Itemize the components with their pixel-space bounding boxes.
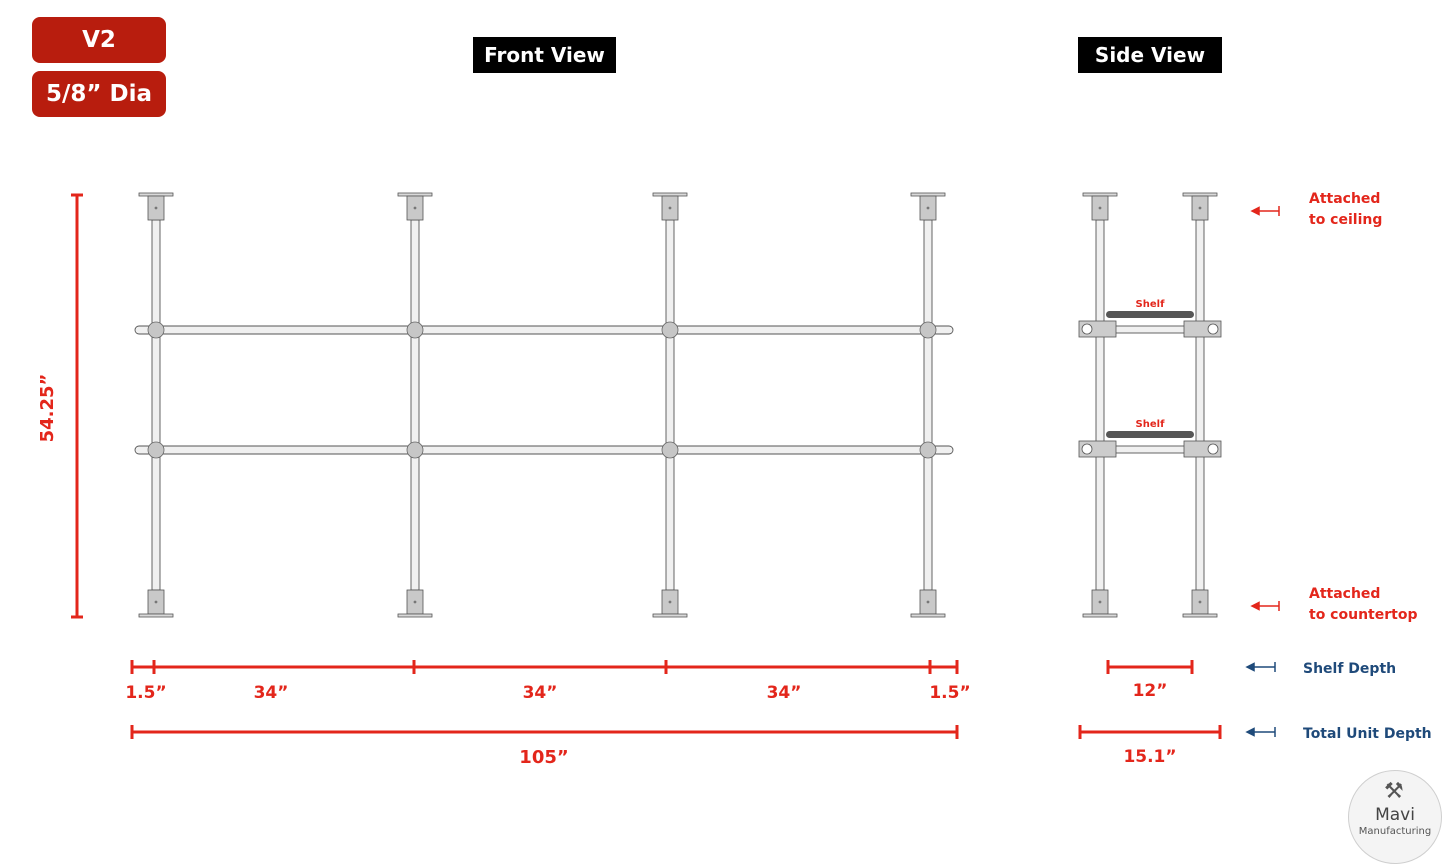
mavi-logo: ⚒ Mavi Manufacturing (1348, 770, 1442, 864)
diameter-badge: 5/8” Dia (32, 71, 166, 117)
total-depth-label: 15.1” (1123, 747, 1176, 767)
shelf-depth-arrow-icon (1245, 662, 1276, 672)
ceiling-annotation-line2: to ceiling (1309, 212, 1382, 228)
total-depth-annotation: Total Unit Depth (1303, 726, 1432, 742)
front-joints (147, 321, 937, 459)
version-badge: V2 (32, 17, 166, 63)
front-crossbars (134, 325, 954, 455)
caliper-icon: ⚒ (1384, 779, 1404, 804)
total-width-dimension (130, 725, 959, 739)
front-uprights (151, 219, 933, 591)
countertop-flanges (138, 589, 946, 618)
shelf-label-top: Shelf (1136, 299, 1166, 310)
total-depth-dimension (1078, 725, 1222, 739)
side-view (1078, 192, 1222, 618)
side-countertop-flanges (1082, 589, 1218, 618)
end-right-label: 1.5” (929, 683, 970, 703)
side-view-title: Side View (1078, 37, 1222, 73)
ceiling-annotation-line1: Attached (1309, 191, 1380, 207)
ceiling-flanges (138, 192, 946, 221)
total-depth-arrow-icon (1245, 727, 1276, 737)
shelf-label-bottom: Shelf (1136, 419, 1166, 430)
height-label: 54.25” (37, 374, 58, 443)
height-dimension (71, 193, 83, 619)
front-view (134, 192, 954, 618)
countertop-annotation-line1: Attached (1309, 586, 1380, 602)
side-uprights (1095, 219, 1205, 591)
shelf-board-bottom (1106, 431, 1194, 438)
logo-name: Mavi (1375, 805, 1415, 825)
span-dimension-line (130, 660, 959, 674)
shelf-board-top (1106, 311, 1194, 318)
total-width-label: 105” (519, 747, 568, 768)
span-3-label: 34” (767, 683, 802, 703)
span-2-label: 34” (523, 683, 558, 703)
countertop-arrow-icon (1250, 601, 1280, 611)
shelf-depth-annotation: Shelf Depth (1303, 661, 1396, 677)
countertop-annotation-line2: to countertop (1309, 607, 1417, 623)
span-1-label: 34” (254, 683, 289, 703)
end-left-label: 1.5” (125, 683, 166, 703)
front-view-title: Front View (473, 37, 616, 73)
shelf-depth-dimension (1106, 660, 1194, 674)
shelf-depth-label: 12” (1133, 681, 1168, 701)
side-ceiling-flanges (1082, 192, 1218, 221)
ceiling-arrow-icon (1250, 206, 1280, 216)
logo-subtitle: Manufacturing (1358, 826, 1432, 837)
